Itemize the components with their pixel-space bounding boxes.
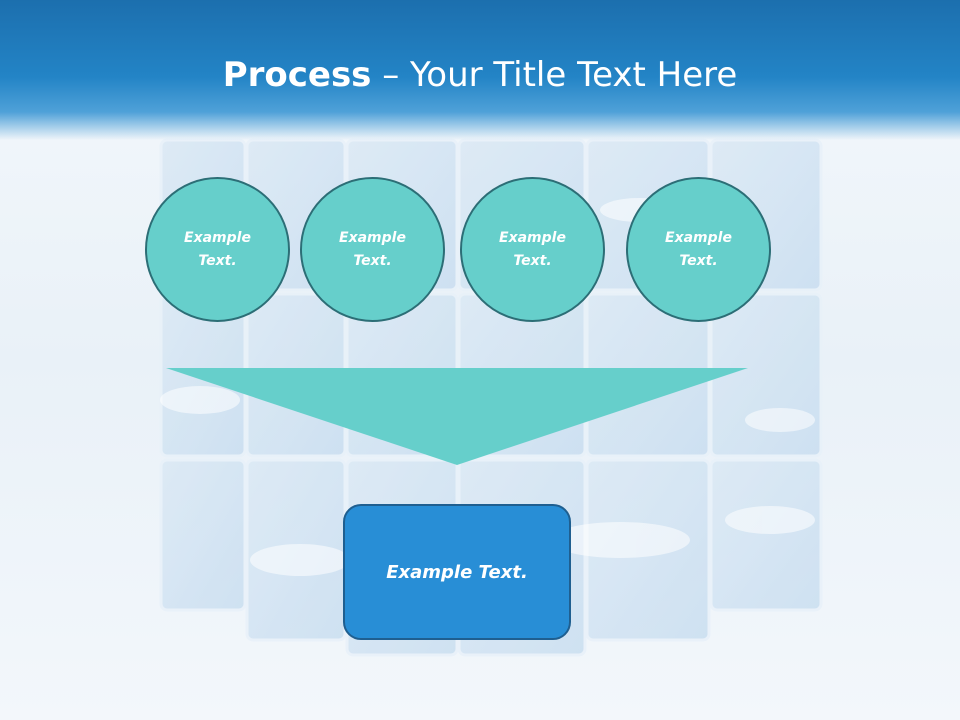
step-4-label: Example Text.	[665, 229, 732, 269]
funnel-arrow	[166, 368, 748, 465]
page-title: Process – Your Title Text Here	[0, 52, 960, 98]
process-step-2-circle: Example Text.	[300, 177, 445, 322]
step-2-label: Example Text.	[339, 229, 406, 269]
header-band	[0, 0, 960, 140]
result-label: Example Text.	[386, 561, 528, 583]
title-rest: – Your Title Text Here	[371, 55, 738, 95]
process-step-1-circle: Example Text.	[145, 177, 290, 322]
step-1-label: Example Text.	[184, 229, 251, 269]
step-3-label: Example Text.	[499, 229, 566, 269]
title-bold: Process	[222, 55, 372, 95]
result-box: Example Text.	[343, 504, 571, 640]
process-step-3-circle: Example Text.	[460, 177, 605, 322]
process-step-4-circle: Example Text.	[626, 177, 771, 322]
